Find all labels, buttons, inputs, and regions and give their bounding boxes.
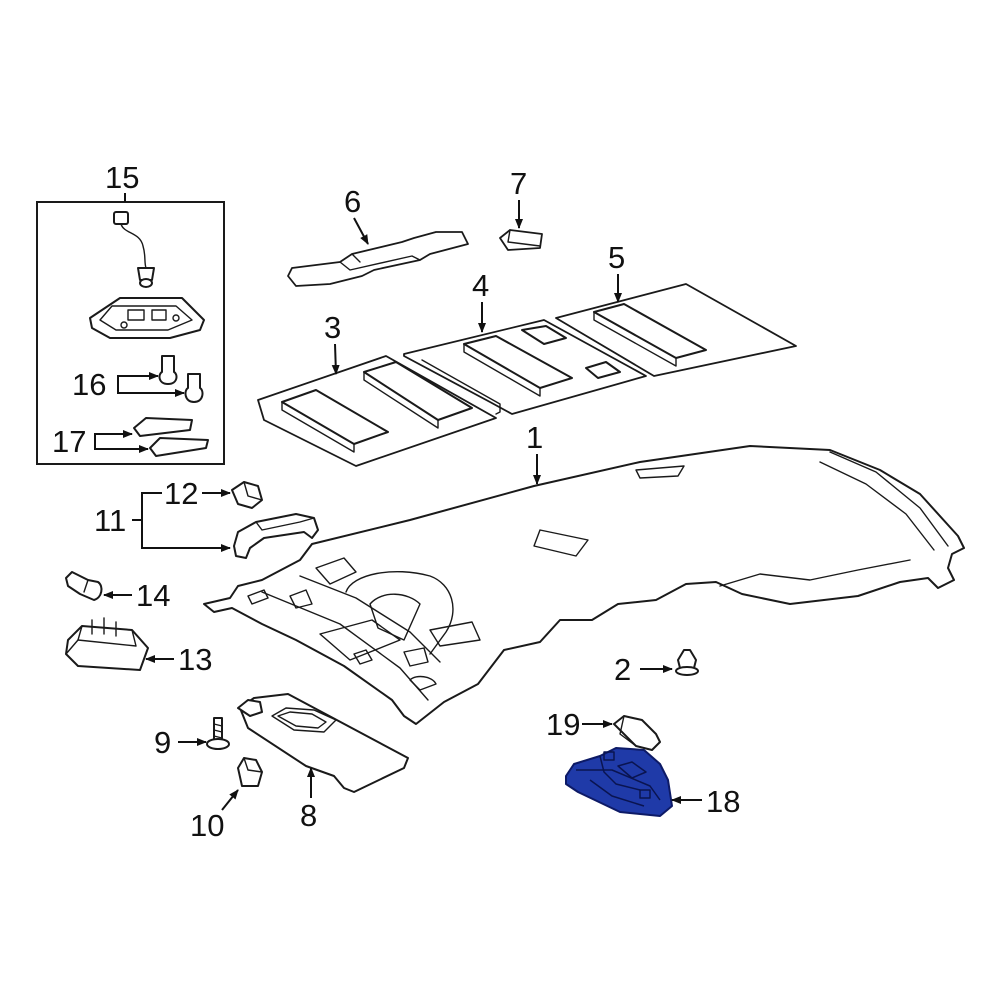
- part-19-bulb: 19: [546, 707, 661, 751]
- callout-1: 1: [526, 420, 543, 455]
- callout-7: 7: [510, 166, 527, 201]
- part-6-pad: 6: [287, 184, 469, 287]
- part-9-screw: 9: [154, 717, 230, 760]
- callout-9: 9: [154, 725, 171, 760]
- part-13-dome-lamp: 13: [65, 617, 212, 677]
- inset-box-15: 15 16 17: [36, 160, 225, 465]
- callout-2: 2: [614, 652, 631, 687]
- callout-8: 8: [300, 798, 317, 833]
- bulb-16-pair: 16: [72, 355, 204, 403]
- part-11-assist-grip: 11: [94, 492, 319, 559]
- callout-11: 11: [94, 503, 126, 538]
- lens-17-pair: 17: [52, 417, 209, 459]
- part-1-headliner: 1: [203, 420, 965, 725]
- map-lamp-housing: [89, 297, 205, 339]
- callout-14: 14: [136, 578, 170, 613]
- callout-13: 13: [178, 642, 212, 677]
- part-7-pad: 7: [499, 166, 543, 251]
- part-18-highlighted-lamp: 18: [565, 747, 740, 819]
- part-2-clip: 2: [614, 649, 699, 687]
- callout-18: 18: [706, 784, 740, 819]
- part-8-sun-visor: 8: [237, 693, 409, 833]
- callout-17: 17: [52, 424, 86, 459]
- callout-4: 4: [472, 268, 489, 303]
- callout-6: 6: [344, 184, 361, 219]
- callout-19: 19: [546, 707, 580, 742]
- callout-3: 3: [324, 310, 341, 345]
- part-4-panel: 4: [403, 268, 647, 415]
- part-14-bulb: 14: [65, 571, 170, 613]
- part-3-panel: 3: [257, 310, 497, 467]
- callout-16: 16: [72, 367, 106, 402]
- callout-10: 10: [190, 808, 224, 843]
- callout-12: 12: [164, 476, 198, 511]
- part-12-grip-cap: 12: [164, 476, 263, 511]
- callout-5: 5: [608, 240, 625, 275]
- wire-harness: [113, 211, 155, 288]
- part-10-holder: 10: [190, 757, 263, 843]
- callout-15: 15: [105, 160, 139, 195]
- part-5-panel: 5: [555, 240, 797, 377]
